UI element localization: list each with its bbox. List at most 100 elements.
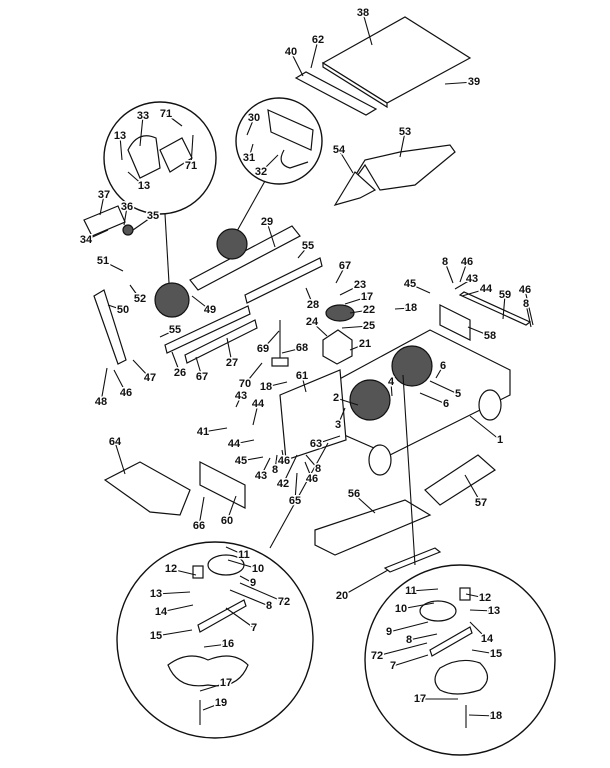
leader-line	[227, 559, 259, 570]
leader-line	[290, 51, 304, 77]
part-number-label: 17	[361, 291, 373, 303]
callout-46: 46	[113, 369, 134, 400]
part-number-label: 13	[114, 130, 126, 142]
callout-19: 19	[202, 695, 229, 711]
part-number-label: 72	[371, 650, 383, 662]
leader-line	[155, 591, 191, 595]
callout-8: 8	[521, 296, 532, 328]
leader-line	[119, 135, 123, 161]
callout-10: 10	[393, 601, 435, 616]
callout-70: 70	[237, 362, 263, 391]
leader-line	[165, 113, 183, 127]
part-number-label: 22	[363, 304, 375, 316]
part-number-label: 56	[348, 488, 360, 500]
leader-line	[260, 457, 271, 477]
leader-line	[229, 589, 270, 607]
leader-line	[410, 588, 439, 592]
leader-line	[469, 621, 488, 640]
leader-line	[159, 329, 176, 338]
callout-10: 10	[227, 559, 266, 576]
part-number-label: 10	[252, 563, 264, 575]
callout-32: 32	[253, 154, 279, 179]
callout-26: 26	[171, 351, 188, 380]
leader-line	[471, 649, 497, 655]
part-number-label: 40	[285, 46, 297, 58]
callout-58: 58	[467, 326, 498, 343]
rear-hanger	[279, 369, 347, 461]
detail-circle-left-spindle	[116, 442, 329, 739]
callout-69: 69	[255, 330, 280, 356]
callout-8: 8	[440, 254, 454, 284]
callout-31: 31	[241, 143, 257, 165]
callout-34: 34	[78, 229, 109, 247]
part-number-label: 44	[252, 398, 265, 410]
leader-line	[203, 643, 229, 648]
leader-line	[311, 321, 328, 337]
part-number-label: 46	[519, 284, 531, 296]
callout-12: 12	[163, 561, 197, 576]
part-number-label: 10	[395, 603, 407, 615]
callout-61: 61	[294, 368, 310, 393]
part-number-label: 13	[138, 180, 150, 192]
leader-line	[419, 392, 447, 405]
callout-64: 64	[107, 434, 126, 475]
callout-60: 60	[219, 495, 237, 528]
part-number-label: 48	[95, 396, 107, 408]
part-number-label: 11	[405, 585, 417, 597]
callout-17: 17	[344, 289, 375, 305]
leader-line	[464, 474, 482, 504]
callout-13: 13	[112, 128, 128, 161]
leader-line	[337, 407, 346, 426]
part-number-label: 2	[333, 392, 339, 404]
callout-44: 44	[461, 281, 494, 297]
leader-line	[388, 621, 429, 633]
callout-65: 65	[287, 472, 303, 508]
part-number-label: 7	[390, 660, 396, 672]
part-number-label: 20	[336, 590, 348, 602]
callout-27: 27	[224, 337, 240, 370]
part-number-label: 50	[117, 304, 129, 316]
callout-56: 56	[346, 486, 376, 514]
part-number-label: 17	[220, 677, 232, 689]
leader-line	[399, 131, 406, 158]
callout-59: 59	[497, 287, 513, 320]
leader-line	[349, 309, 370, 314]
callout-7: 7	[225, 607, 259, 635]
part-number-label: 57	[475, 497, 487, 509]
part-number-label: 12	[165, 563, 177, 575]
callout-17: 17	[412, 691, 458, 706]
deck-cover-38	[294, 16, 472, 116]
callout-33: 33	[135, 108, 151, 147]
leader-line	[281, 347, 303, 354]
part-number-label: 26	[174, 367, 186, 379]
leader-line	[127, 171, 145, 187]
part-number-label: 6	[440, 360, 446, 372]
callout-38: 38	[355, 5, 373, 46]
leader-line	[252, 403, 259, 426]
leader-line	[132, 215, 154, 231]
callout-13: 13	[127, 171, 152, 193]
part-number-label: 46	[306, 473, 318, 485]
leader-line	[114, 441, 126, 475]
leader-line	[297, 245, 309, 259]
callout-62: 62	[310, 32, 326, 69]
leader-line	[132, 359, 151, 379]
part-number-label: 11	[238, 549, 250, 561]
drive-belts	[333, 144, 456, 206]
leader-line	[235, 395, 242, 408]
callout-14: 14	[153, 604, 194, 619]
part-number-label: 9	[250, 577, 256, 589]
leader-line	[525, 303, 532, 328]
part-number-label: 24	[306, 316, 319, 328]
callout-55: 55	[159, 322, 183, 338]
callout-55: 55	[297, 238, 316, 259]
callout-72: 72	[239, 582, 292, 609]
part-number-label: 66	[193, 520, 205, 532]
leader-line	[202, 427, 228, 433]
part-number-label: 55	[302, 240, 314, 252]
leader-line	[233, 439, 255, 445]
callout-71: 71	[158, 106, 183, 127]
part-number-label: 63	[310, 438, 322, 450]
callout-57: 57	[464, 474, 489, 510]
callout-50: 50	[107, 302, 131, 317]
